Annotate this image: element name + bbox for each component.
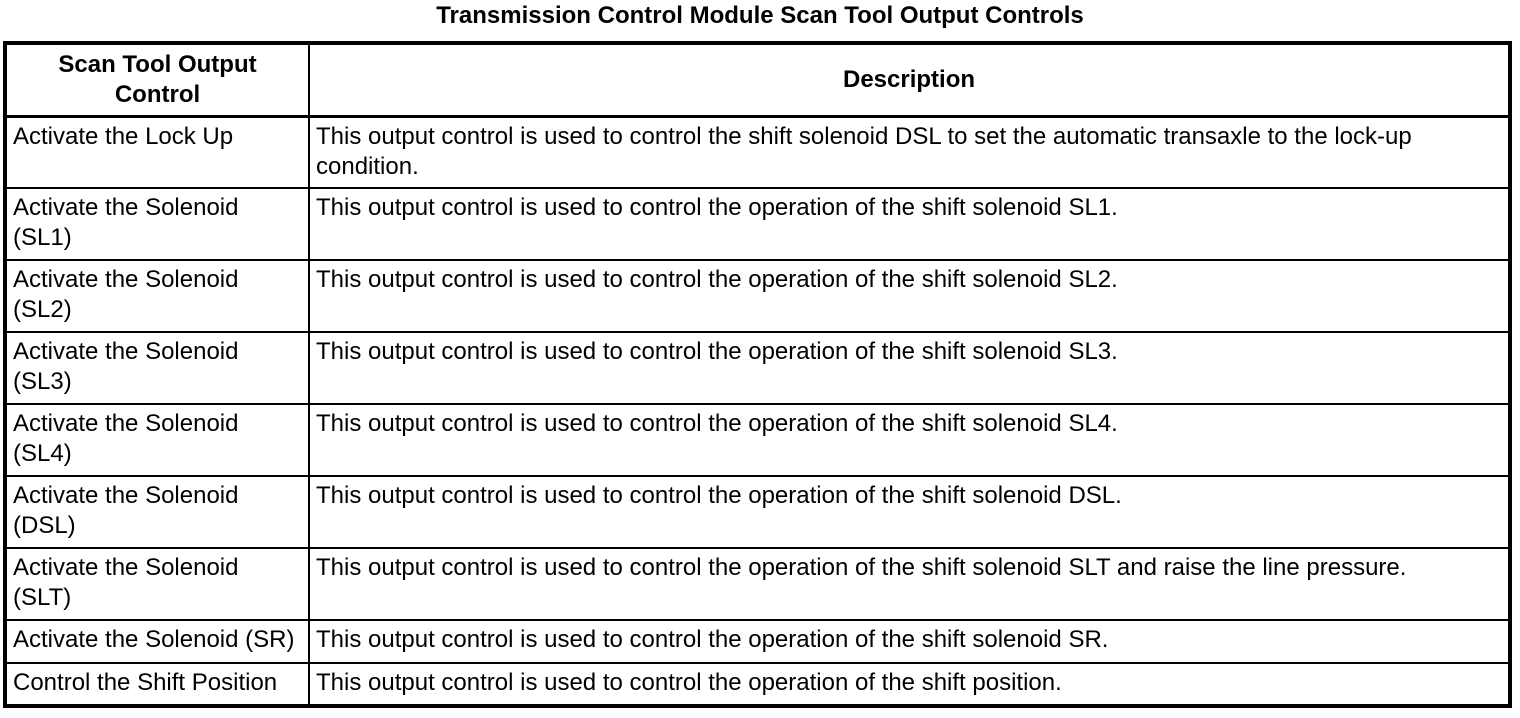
column-header-scan-tool-output-control: Scan Tool Output Control — [4, 42, 310, 118]
control-cell: Activate the Lock Up — [4, 115, 310, 189]
description-cell: This output control is used to control t… — [308, 547, 1511, 621]
description-cell: This output control is used to control t… — [308, 187, 1511, 261]
header-row: Scan Tool Output Control Description — [4, 42, 1511, 118]
table-row: Activate the Solenoid (SR) This output c… — [4, 619, 1511, 664]
description-cell: This output control is used to control t… — [308, 475, 1511, 549]
table-body: Activate the Lock Up This output control… — [4, 115, 1511, 707]
table-row: Activate the Solenoid (SL2) This output … — [4, 259, 1511, 333]
control-cell: Control the Shift Position — [4, 662, 310, 707]
control-cell: Activate the Solenoid (SL3) — [4, 331, 310, 405]
table-row: Activate the Solenoid (SLT) This output … — [4, 547, 1511, 621]
table-row: Activate the Solenoid (SL1) This output … — [4, 187, 1511, 261]
control-cell: Activate the Solenoid (SR) — [4, 619, 310, 664]
scan-tool-output-controls-table: Scan Tool Output Control Description Act… — [3, 41, 1512, 708]
column-header-description: Description — [308, 42, 1511, 118]
control-cell: Activate the Solenoid (DSL) — [4, 475, 310, 549]
table-row: Activate the Solenoid (SL4) This output … — [4, 403, 1511, 477]
table-row: Activate the Lock Up This output control… — [4, 115, 1511, 189]
control-cell: Activate the Solenoid (SLT) — [4, 547, 310, 621]
description-cell: This output control is used to control t… — [308, 115, 1511, 189]
control-cell: Activate the Solenoid (SL2) — [4, 259, 310, 333]
table-row: Activate the Solenoid (SL3) This output … — [4, 331, 1511, 405]
description-cell: This output control is used to control t… — [308, 259, 1511, 333]
control-cell: Activate the Solenoid (SL4) — [4, 403, 310, 477]
table-row: Activate the Solenoid (DSL) This output … — [4, 475, 1511, 549]
description-cell: This output control is used to control t… — [308, 331, 1511, 405]
control-cell: Activate the Solenoid (SL1) — [4, 187, 310, 261]
description-cell: This output control is used to control t… — [308, 619, 1511, 664]
page-title: Transmission Control Module Scan Tool Ou… — [436, 2, 1084, 29]
description-cell: This output control is used to control t… — [308, 403, 1511, 477]
table-header: Scan Tool Output Control Description — [4, 42, 1511, 118]
description-cell: This output control is used to control t… — [308, 662, 1511, 707]
table-row: Control the Shift Position This output c… — [4, 662, 1511, 707]
